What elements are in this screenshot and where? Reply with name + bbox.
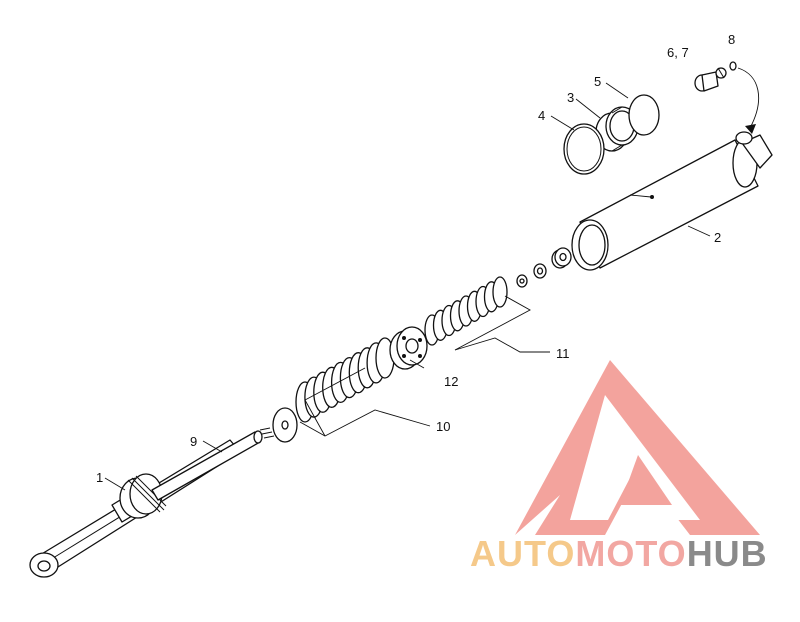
callout-1: 1 xyxy=(96,470,103,485)
callout-10: 10 xyxy=(436,419,450,434)
washer xyxy=(272,407,298,443)
part-8-fitting xyxy=(729,61,759,134)
part-4-o-ring xyxy=(563,123,605,175)
callout-11: 11 xyxy=(556,346,570,361)
callout-5: 5 xyxy=(594,74,601,89)
part-9-piston-rod xyxy=(151,427,275,501)
small-washers-and-nut xyxy=(516,247,572,288)
part-6-7-plug xyxy=(694,67,727,92)
watermark-logo xyxy=(515,360,760,535)
part-10-large-spring-stack xyxy=(295,337,395,423)
spring-coil xyxy=(492,276,508,308)
callout-8: 8 xyxy=(728,32,735,47)
callout-3: 3 xyxy=(567,90,574,105)
part-5-seal-disc xyxy=(628,94,660,136)
callout-6-7: 6, 7 xyxy=(667,45,689,60)
callouts: 1 2 3 4 5 6, 7 8 9 10 11 12 xyxy=(96,32,735,485)
callout-2: 2 xyxy=(714,230,721,245)
watermark-hub: HUB xyxy=(687,533,768,574)
watermark-auto: AUTO xyxy=(470,533,575,574)
watermark-wordmark: AUTOMOTOHUB xyxy=(470,533,768,574)
part-2-cylinder-body xyxy=(571,131,773,271)
part-12-piston xyxy=(389,326,428,370)
leader-lines xyxy=(104,82,711,491)
callout-12: 12 xyxy=(444,374,458,389)
watermark-moto: MOTO xyxy=(575,533,686,574)
callout-9: 9 xyxy=(190,434,197,449)
callout-4: 4 xyxy=(538,108,545,123)
part-11-small-spring-stack xyxy=(424,276,508,346)
svg-text:AUTOMOTOHUB: AUTOMOTOHUB xyxy=(470,533,768,574)
part-3-bushing xyxy=(595,106,639,152)
